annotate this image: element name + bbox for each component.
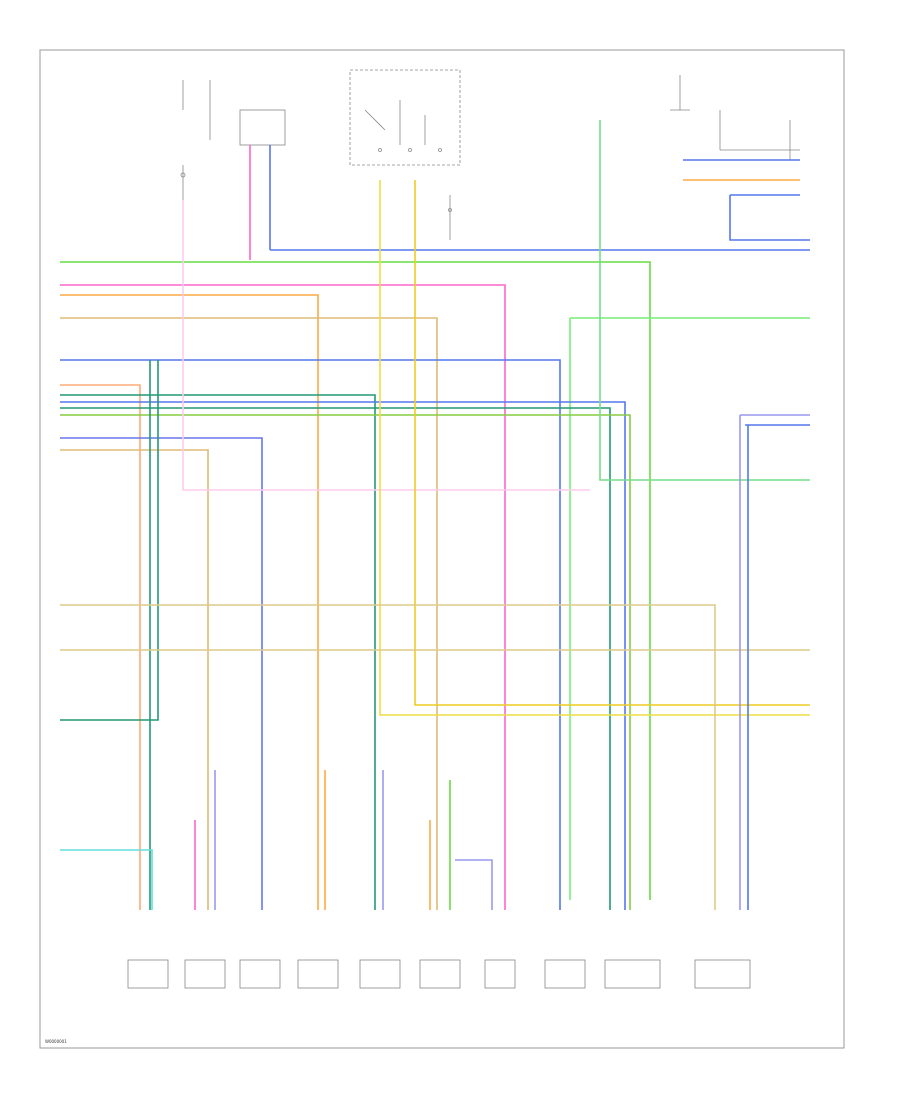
wire-pink-2 xyxy=(60,384,141,910)
wire-green-r1 xyxy=(599,120,810,481)
diagram-border xyxy=(39,49,845,1049)
wire-green-top xyxy=(60,261,651,900)
connector-1 xyxy=(127,959,169,989)
relay-box xyxy=(349,69,461,166)
wire-teal-v2 xyxy=(60,360,159,721)
connector-6 xyxy=(419,959,461,989)
wire-blue-2 xyxy=(60,359,561,910)
bottom-connectors xyxy=(127,959,751,989)
connector-2 xyxy=(184,959,226,989)
connector-4 xyxy=(297,959,339,989)
wire-yellow-2 xyxy=(414,180,810,706)
diagram-code: W0000001 xyxy=(45,1039,67,1044)
wire-teal-2 xyxy=(60,407,611,910)
wire-lav-v3 xyxy=(455,859,493,910)
connector-8 xyxy=(544,959,586,989)
wire-blue-4 xyxy=(60,437,263,910)
top-components xyxy=(180,69,800,240)
wire-blue-3 xyxy=(60,401,626,910)
wire-teal-1 xyxy=(60,394,376,910)
wire-cyan-1 xyxy=(60,449,209,910)
top-module-box xyxy=(239,109,286,146)
wire-orange-1 xyxy=(60,294,319,910)
connector-3 xyxy=(239,959,281,989)
wire-pink-1 xyxy=(60,284,506,910)
wire-blue-top-r3 xyxy=(729,195,810,241)
wire-yellow-1 xyxy=(379,180,810,716)
wire-green-2 xyxy=(60,414,631,910)
wire-pink-v xyxy=(182,200,590,491)
connector-9 xyxy=(604,959,661,989)
wires xyxy=(60,120,810,910)
connector-7 xyxy=(484,959,516,989)
connector-5 xyxy=(359,959,401,989)
wire-tan-2 xyxy=(60,604,716,910)
wire-tan-1 xyxy=(60,317,438,910)
connector-10 xyxy=(694,959,751,989)
wire-cyan-2 xyxy=(60,849,153,910)
